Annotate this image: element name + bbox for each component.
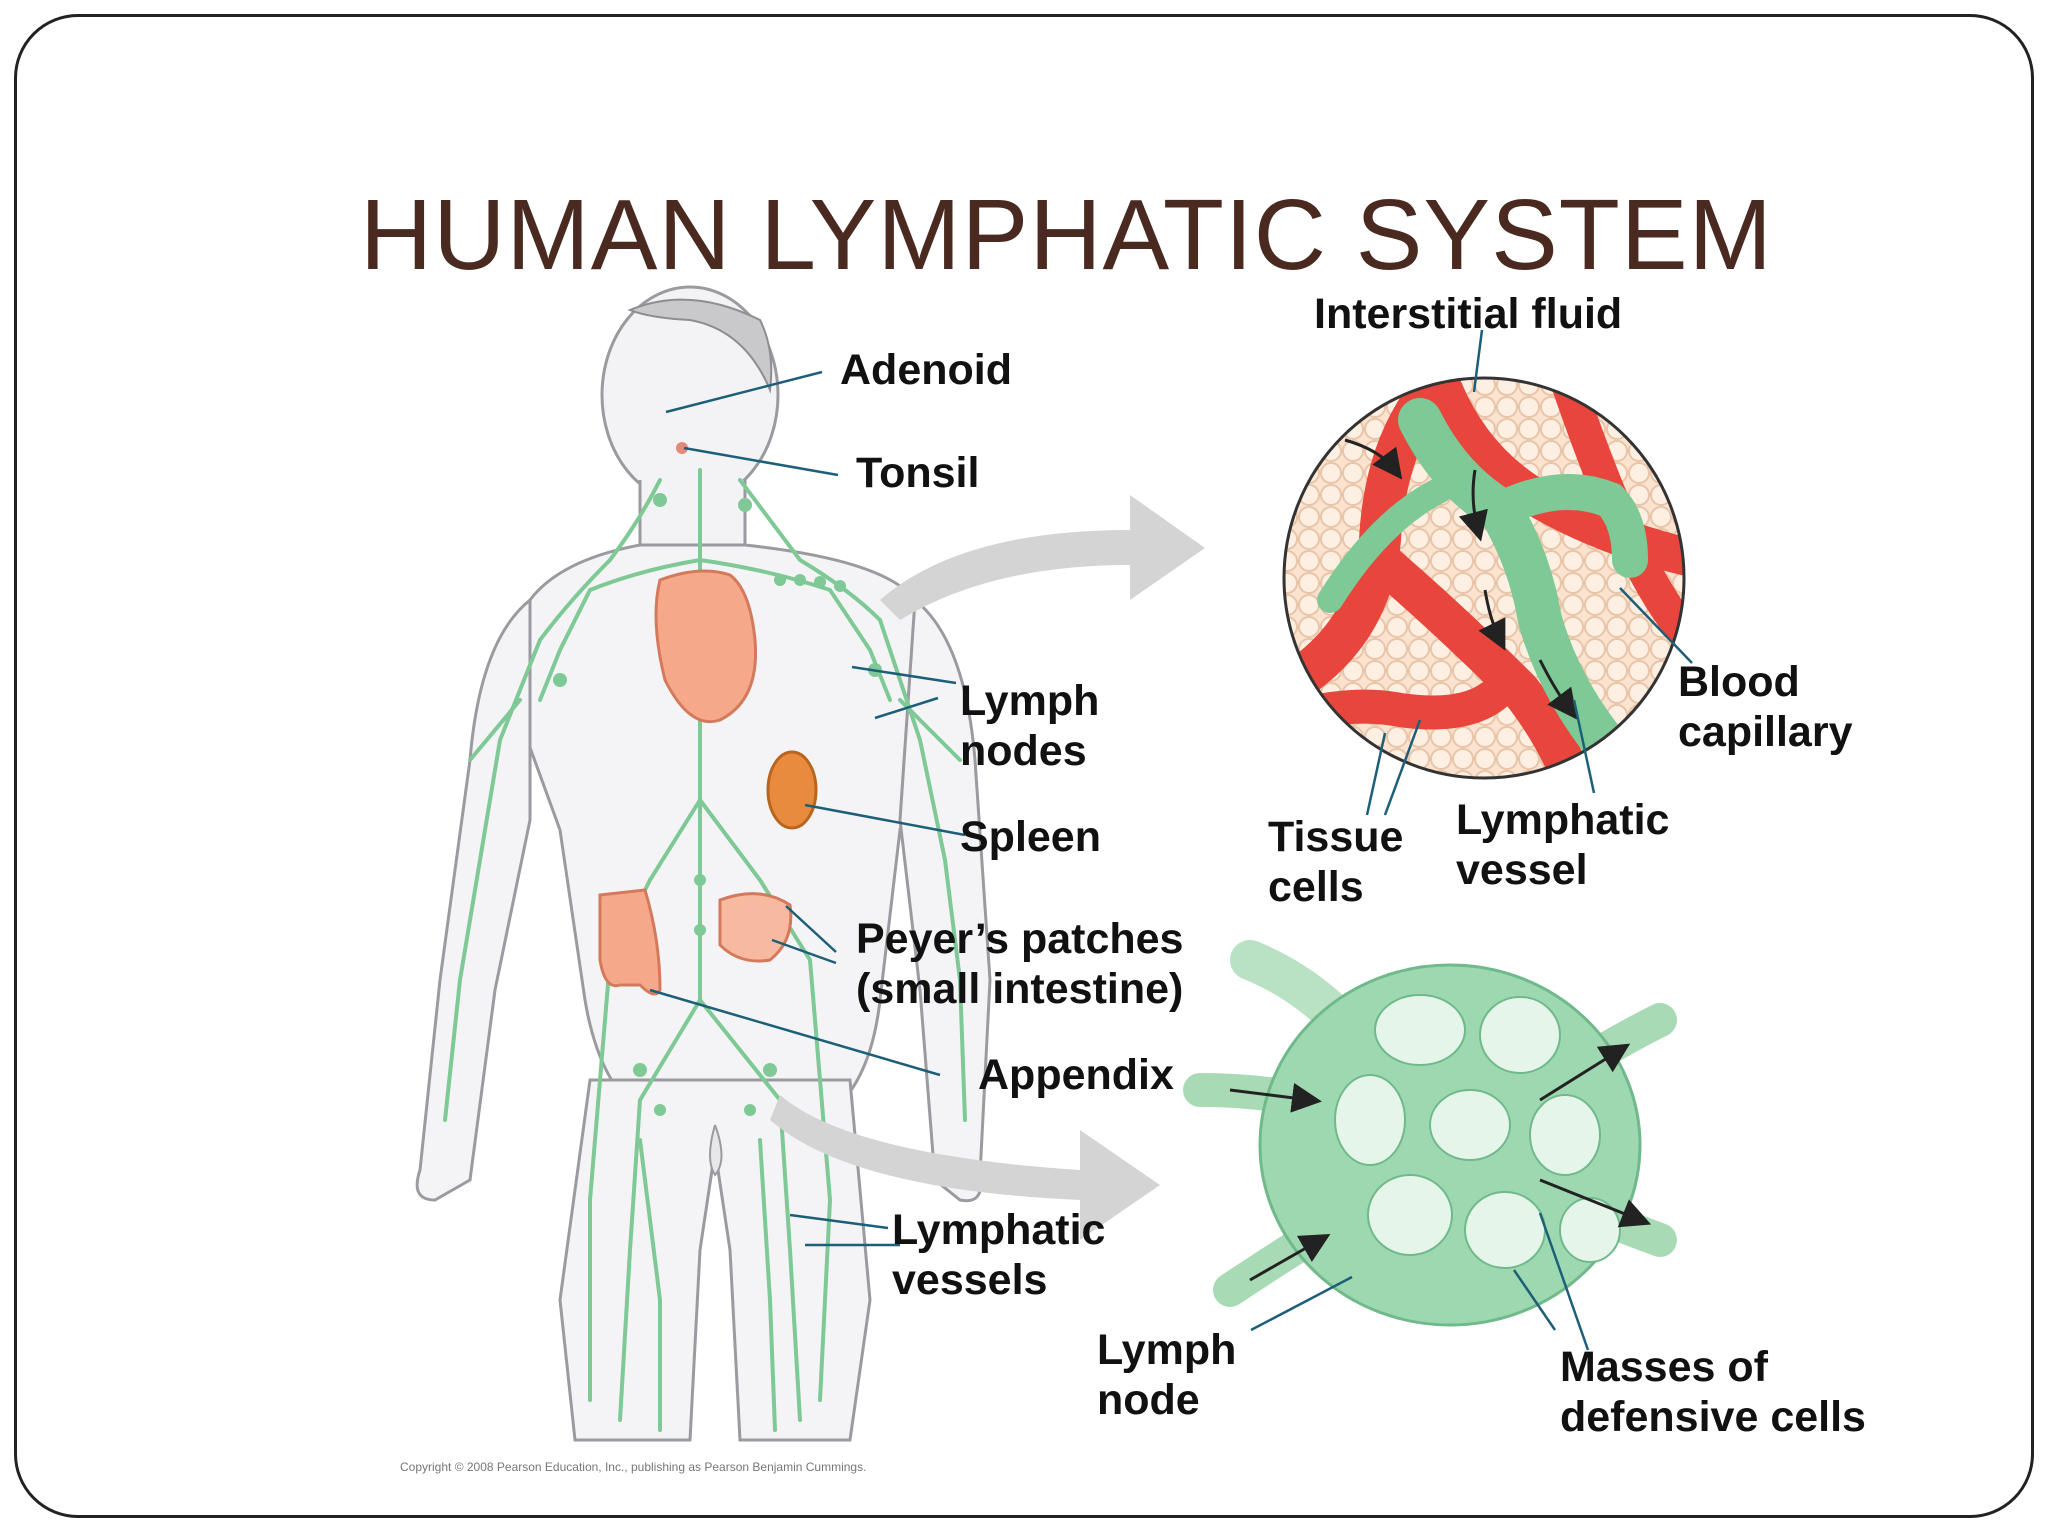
label-appendix: Appendix xyxy=(978,1051,1174,1099)
large-intestine-organ xyxy=(598,888,662,996)
label-peyers-patches: Peyer’s patches (small intestine) xyxy=(856,914,1183,1014)
label-tissue-cells-line1: Tissue xyxy=(1268,813,1404,861)
arrow-to-capillary xyxy=(880,495,1205,620)
label-lymph-nodes-line2: nodes xyxy=(960,727,1087,775)
arrow-to-node xyxy=(770,1095,1160,1240)
label-defensive-cells-line2: defensive cells xyxy=(1560,1393,1866,1441)
label-lymph-node-line1: Lymph xyxy=(1097,1326,1237,1374)
lymph-node-dots xyxy=(553,493,882,1116)
label-lymphatic-vessel: Lymphatic vessel xyxy=(1456,795,1669,895)
heart-organ xyxy=(654,569,758,724)
tonsil-dot xyxy=(676,442,688,454)
copyright-notice: Copyright © 2008 Pearson Education, Inc.… xyxy=(400,1460,867,1474)
label-tissue-cells-line2: cells xyxy=(1268,863,1364,911)
slide-frame xyxy=(14,14,2034,1518)
label-blood-capillary-line2: capillary xyxy=(1678,708,1853,756)
label-lymph-node: Lymph node xyxy=(1097,1325,1236,1425)
label-defensive-cells-line1: Masses of xyxy=(1560,1343,1768,1391)
label-lymphatic-vessels-line2: vessels xyxy=(892,1256,1048,1304)
small-intestine-organ xyxy=(718,892,793,963)
label-peyers-patches-line1: Peyer’s patches xyxy=(856,915,1184,963)
page-title: HUMAN LYMPHATIC SYSTEM xyxy=(360,179,1773,291)
spleen-organ xyxy=(766,750,818,830)
label-tissue-cells: Tissue cells xyxy=(1268,812,1403,912)
label-peyers-patches-line2: (small intestine) xyxy=(856,965,1184,1013)
capillary-inset xyxy=(1282,376,1686,780)
label-lymph-node-line2: node xyxy=(1097,1376,1200,1424)
label-lymph-nodes-line1: Lymph xyxy=(960,677,1100,725)
label-lymphatic-vessels-line1: Lymphatic xyxy=(892,1206,1106,1254)
label-lymph-nodes: Lymph nodes xyxy=(960,676,1099,776)
label-adenoid: Adenoid xyxy=(840,346,1012,394)
label-defensive-cells: Masses of defensive cells xyxy=(1560,1342,1866,1442)
label-interstitial-fluid: Interstitial fluid xyxy=(1314,290,1623,338)
label-spleen: Spleen xyxy=(960,813,1101,861)
leader-lines xyxy=(649,329,1693,1351)
label-lymphatic-vessels: Lymphatic vessels xyxy=(892,1205,1105,1305)
lymph-network xyxy=(443,468,967,1432)
label-lymphatic-vessel-line2: vessel xyxy=(1456,846,1588,894)
label-tonsil: Tonsil xyxy=(856,449,980,497)
label-blood-capillary: Blood capillary xyxy=(1678,657,1853,757)
label-lymphatic-vessel-line1: Lymphatic xyxy=(1456,796,1670,844)
label-blood-capillary-line1: Blood xyxy=(1678,658,1800,706)
lymph-node-inset xyxy=(1183,940,1677,1327)
